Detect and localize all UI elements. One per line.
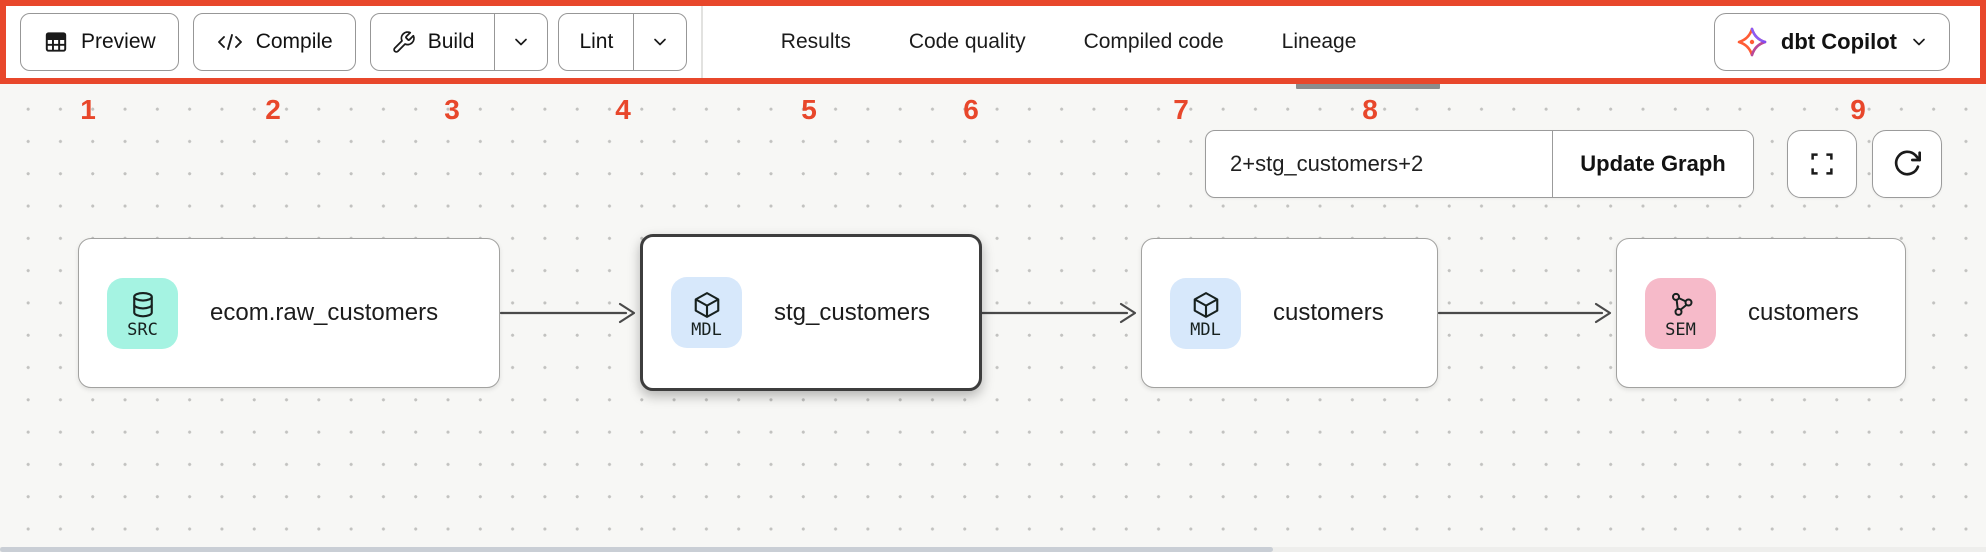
build-button-label: Build [427, 30, 475, 53]
editor-toolbar: Preview Compile Build [0, 0, 1986, 84]
lineage-selector-group: Update Graph [1205, 130, 1754, 198]
dbt-copilot-label: dbt Copilot [1780, 29, 1897, 54]
cube-icon [692, 290, 722, 320]
annotation-number-4: 4 [615, 94, 631, 125]
horizontal-scrollbar-thumb[interactable] [0, 547, 1273, 552]
annotation-number-1: 1 [80, 94, 96, 125]
selector-divider [1551, 131, 1553, 197]
lint-button[interactable]: Lint [559, 14, 633, 70]
annotation-number-9: 9 [1850, 94, 1866, 125]
database-icon [128, 290, 158, 320]
code-icon [216, 30, 244, 54]
chevron-down-icon [1909, 32, 1929, 52]
update-graph-button[interactable]: Update Graph [1553, 131, 1753, 197]
annotation-number-3: 3 [444, 94, 460, 125]
node-customers-model[interactable]: MDL customers [1141, 238, 1438, 388]
build-button[interactable]: Build [371, 14, 495, 70]
lint-button-label: Lint [579, 30, 614, 53]
toolbar-divider [701, 6, 703, 78]
annotation-number-8: 8 [1362, 94, 1378, 125]
chevron-down-icon [650, 32, 670, 52]
node-ecom-raw-customers[interactable]: SRC ecom.raw_customers [78, 238, 500, 388]
preview-button-label: Preview [81, 30, 156, 53]
node-customers-semantic[interactable]: SEM customers [1616, 238, 1906, 388]
annotation-number-2: 2 [265, 94, 281, 125]
badge-label: MDL [691, 319, 722, 340]
node-type-badge-mdl: MDL [671, 277, 742, 348]
node-label: stg_customers [774, 298, 931, 326]
node-stg-customers[interactable]: MDL stg_customers [640, 234, 982, 391]
annotation-number-6: 6 [963, 94, 979, 125]
node-label: customers [1748, 299, 1859, 326]
cube-icon [1191, 290, 1221, 320]
tab-lineage[interactable]: Lineage [1281, 30, 1357, 53]
fullscreen-icon [1807, 149, 1837, 179]
tab-code-quality[interactable]: Code quality [908, 30, 1026, 53]
horizontal-scrollbar-track[interactable] [0, 547, 1986, 552]
tab-compiled-code[interactable]: Compiled code [1083, 30, 1224, 53]
dbt-copilot-button[interactable]: dbt Copilot [1713, 13, 1950, 71]
badge-label: SEM [1665, 320, 1696, 341]
preview-button[interactable]: Preview [20, 13, 179, 71]
semantic-model-icon [1666, 290, 1696, 320]
lineage-selector-input[interactable] [1206, 131, 1552, 197]
node-label: customers [1273, 299, 1384, 326]
build-dropdown-toggle[interactable] [494, 14, 547, 70]
annotation-number-7: 7 [1173, 94, 1189, 125]
compile-button-label: Compile [255, 30, 333, 53]
refresh-button[interactable] [1872, 130, 1942, 198]
node-type-badge-mdl: MDL [1170, 277, 1241, 349]
result-tabs: Results Code quality Compiled code Linea… [781, 30, 1357, 54]
badge-label: MDL [1190, 320, 1221, 341]
lint-split-button: Lint [558, 13, 688, 71]
active-tab-indicator [1296, 80, 1440, 89]
lint-dropdown-toggle[interactable] [633, 14, 686, 70]
annotation-number-5: 5 [801, 94, 817, 125]
tab-results[interactable]: Results [780, 30, 851, 53]
table-icon [43, 29, 69, 55]
dbt-logo-icon [1735, 25, 1769, 59]
node-type-badge-src: SRC [107, 277, 178, 349]
fullscreen-button[interactable] [1787, 130, 1857, 198]
node-type-badge-sem: SEM [1645, 277, 1716, 349]
build-split-button: Build [369, 13, 549, 71]
refresh-icon [1891, 148, 1923, 180]
chevron-down-icon [511, 32, 531, 52]
compile-button[interactable]: Compile [192, 13, 356, 71]
wrench-icon [391, 30, 416, 55]
node-label: ecom.raw_customers [210, 299, 439, 326]
badge-label: SRC [127, 320, 158, 341]
